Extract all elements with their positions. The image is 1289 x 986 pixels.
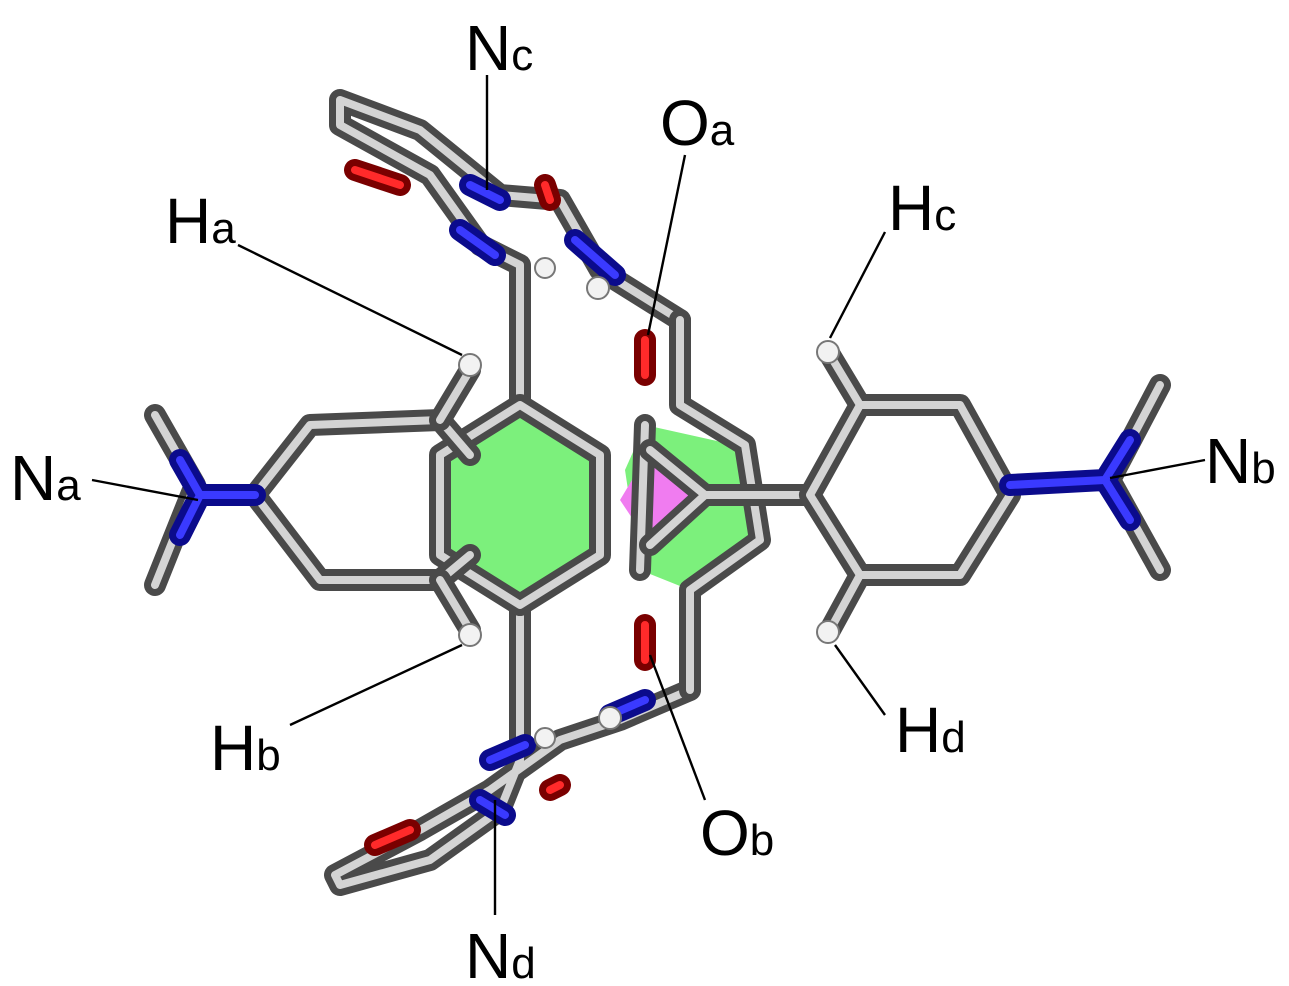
leader-na — [91, 478, 199, 502]
label-nc: Nc — [465, 12, 533, 84]
h-atom — [586, 276, 610, 300]
label-hd: Hd — [895, 694, 966, 766]
leader-oa — [646, 154, 687, 336]
label-hc: Hc — [888, 172, 956, 244]
h-atom — [816, 620, 840, 644]
label-nb: Nb — [1205, 425, 1276, 497]
label-na: Na — [10, 442, 81, 514]
leader-hd — [834, 644, 886, 716]
h-atom — [534, 257, 556, 279]
label-nd: Nd — [465, 920, 536, 986]
label-ha: Ha — [165, 185, 236, 257]
h-atom — [458, 353, 482, 377]
label-ob: Ob — [700, 797, 774, 869]
h-atom — [816, 340, 840, 364]
leader-hc — [828, 231, 887, 339]
leader-ha — [237, 243, 463, 357]
h-atom — [598, 706, 622, 730]
h-atom — [458, 623, 482, 647]
h-atom — [534, 727, 556, 749]
atom-labels: Nc Oa Ha Hc Na Nb Hb Hd Ob Nd — [10, 12, 1276, 986]
molecule-sticks — [144, 89, 1171, 896]
label-oa: Oa — [660, 87, 735, 159]
leader-lines — [91, 75, 1206, 915]
hydrogen-atoms — [458, 257, 840, 749]
leader-nb — [1109, 458, 1206, 480]
leader-hb — [289, 643, 463, 727]
leader-ob — [648, 654, 707, 801]
label-hb: Hb — [210, 712, 281, 784]
